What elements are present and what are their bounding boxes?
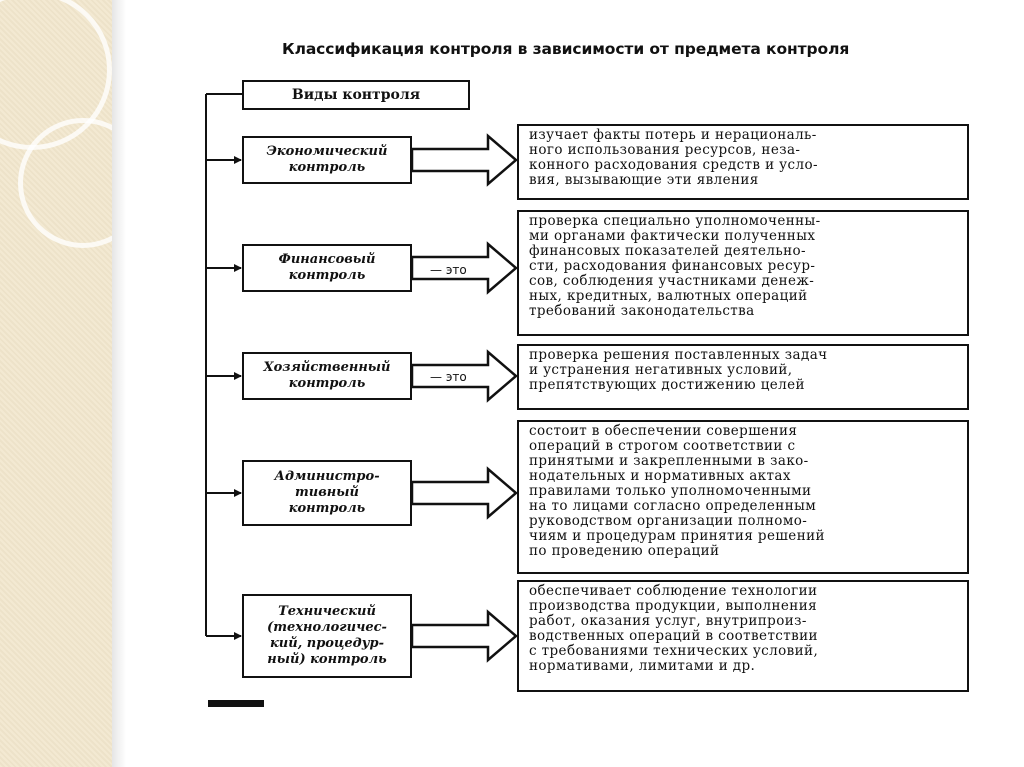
type-label-line: ный) контроль (267, 652, 387, 667)
type-label-line: Технический (278, 604, 376, 619)
type-box-technical: Технический (технологичес- кий, процедур… (242, 594, 412, 678)
description-line: работ, оказания услуг, внутрипроиз- (529, 613, 807, 629)
big-arrow (410, 241, 518, 295)
diagram-title: Классификация контроля в зависимости от … (282, 40, 850, 58)
description-line: конного расходования средств и усло- (529, 157, 818, 173)
description-line: препятствующих достижению целей (529, 377, 805, 393)
type-label-line: контроль (288, 376, 366, 391)
connector-label: — это (430, 263, 467, 277)
type-label-line: Экономический (266, 144, 388, 159)
header-box: Виды контроля (242, 80, 470, 110)
description-box-technical: обеспечивает соблюдение технологии произ… (517, 580, 969, 692)
description-line: правилами только уполномоченными (529, 483, 812, 499)
connector-label: — это (430, 370, 467, 384)
description-line: руководством организации полномо- (529, 513, 808, 529)
description-box-administrative: состоит в обеспечении совершения операци… (517, 420, 969, 574)
description-line: проверка решения поставленных задач (529, 347, 828, 363)
panel-shadow (112, 0, 126, 767)
decorative-ring (18, 118, 112, 248)
description-line: водственных операций в соответствии (529, 628, 818, 644)
description-line: проверка специально уполномоченны- (529, 213, 821, 229)
description-line: операций в строгом соответствии с (529, 438, 796, 454)
description-line: производства продукции, выполнения (529, 598, 818, 614)
description-line: ных, кредитных, валютных операций (529, 288, 808, 304)
type-label-line: Финансовый (278, 252, 376, 267)
description-line: состоит в обеспечении совершения (529, 423, 798, 439)
description-box-economic-activity: проверка решения поставленных задач и ус… (517, 344, 969, 410)
big-arrow (410, 133, 518, 187)
type-label-line: контроль (288, 268, 366, 283)
description-box-financial: проверка специально уполномоченны- ми ор… (517, 210, 969, 336)
description-line: с требованиями технических условий, (529, 643, 819, 659)
big-arrow (410, 349, 518, 403)
description-line: принятыми и закрепленными в зако- (529, 453, 809, 469)
type-label-line: контроль (288, 160, 366, 175)
type-box-economic-activity: Хозяйственный контроль (242, 352, 412, 400)
type-label-line: Администро- (274, 469, 380, 484)
description-line: изучает факты потерь и нерациональ- (529, 127, 817, 143)
description-line: финансовых показателей деятельно- (529, 243, 806, 259)
big-arrow (410, 609, 518, 663)
description-line: ного использования ресурсов, неза- (529, 142, 801, 158)
type-label-line: (технологичес- (267, 620, 387, 635)
description-line: нормативами, лимитами и др. (529, 658, 756, 674)
type-label-line: кий, процедур- (270, 636, 384, 651)
type-box-administrative: Администро- тивный контроль (242, 460, 412, 526)
description-line: нодательных и нормативных актах (529, 468, 791, 484)
description-line: вия, вызывающие эти явления (529, 172, 759, 188)
description-box-economic: изучает факты потерь и нерациональ- ного… (517, 124, 969, 200)
bottom-mark (208, 700, 264, 707)
description-line: по проведению операций (529, 543, 720, 559)
big-arrow (410, 466, 518, 520)
description-line: чиям и процедурам принятия решений (529, 528, 825, 544)
decorative-side-panel (0, 0, 112, 767)
type-box-financial: Финансовый контроль (242, 244, 412, 292)
description-line: требований законодательства (529, 303, 755, 319)
type-box-economic: Экономический контроль (242, 136, 412, 184)
description-line: на то лицами согласно определенным (529, 498, 817, 514)
description-line: обеспечивает соблюдение технологии (529, 583, 818, 599)
type-label-line: контроль (288, 501, 366, 516)
type-label-line: Хозяйственный (263, 360, 391, 375)
description-line: сти, расходования финансовых ресур- (529, 258, 816, 274)
description-line: и устранения негативных условий, (529, 362, 793, 378)
type-label-line: тивный (295, 485, 359, 500)
description-line: сов, соблюдения участниками денеж- (529, 273, 815, 289)
description-line: ми органами фактически полученных (529, 228, 816, 244)
